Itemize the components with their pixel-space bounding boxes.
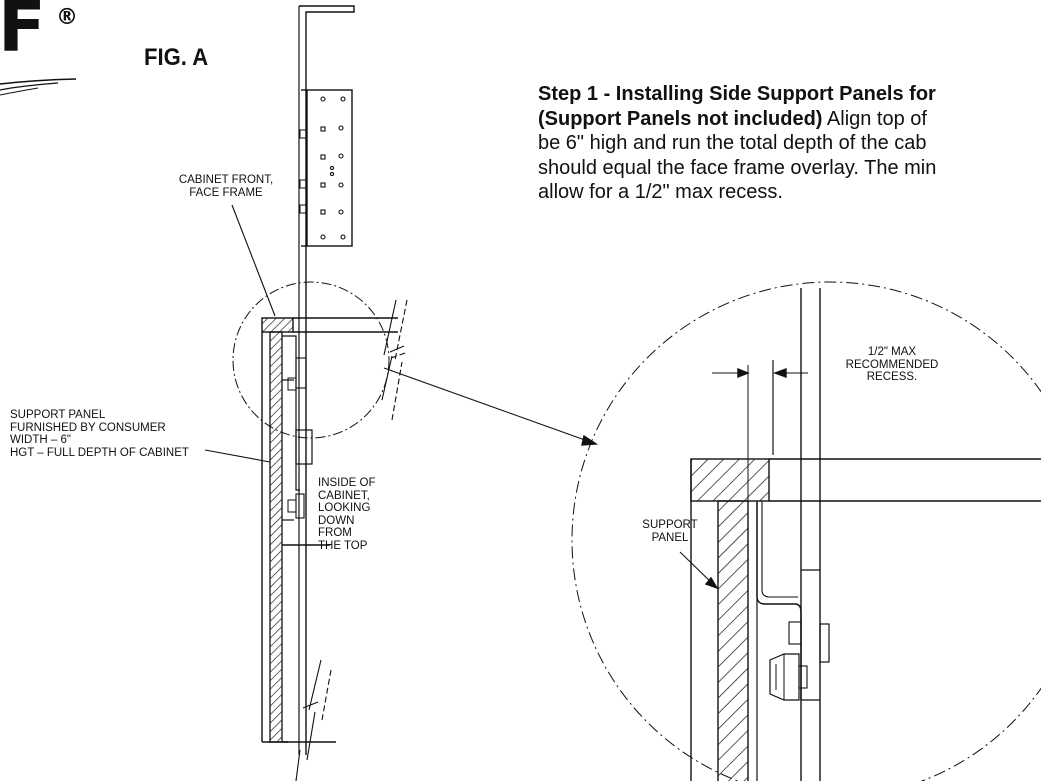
step-line3: be 6" high and run the total depth of th… bbox=[538, 132, 927, 154]
support-panel-label-line: HGT – FULL DEPTH OF CABINET bbox=[10, 446, 189, 459]
max-recess-label: 1/2" MAX RECOMMENDED RECESS. bbox=[842, 346, 942, 384]
inside-cabinet-label-line: THE TOP bbox=[318, 539, 368, 552]
detail-view bbox=[571, 281, 1041, 781]
inside-cabinet-label-line: CABINET, bbox=[318, 489, 370, 502]
step-line2: Align top of bbox=[822, 107, 927, 130]
step-line5: allow for a 1/2" max recess. bbox=[538, 181, 783, 203]
step-note: (Support Panels not included) bbox=[538, 107, 823, 130]
cabinet-front-label: CABINET FRONT, FACE FRAME bbox=[170, 174, 282, 199]
cabinet-front-label-line: CABINET FRONT, bbox=[178, 174, 274, 186]
inside-cabinet-label: INSIDE OF CABINET, LOOKING DOWN FROM THE… bbox=[318, 477, 376, 552]
inside-cabinet-label-line: INSIDE OF bbox=[318, 477, 376, 489]
step-instructions: Step 1 - Installing Side Support Panels … bbox=[538, 82, 936, 205]
inside-cabinet-label-line: FROM bbox=[318, 527, 352, 539]
detail-support-panel-label: SUPPORT PANEL bbox=[630, 519, 710, 544]
brand-logo: F bbox=[0, 0, 46, 68]
detail-support-panel-label-line: SUPPORT bbox=[642, 519, 698, 531]
support-panel-label-line: WIDTH – 6" bbox=[10, 434, 71, 446]
figure-title: FIG. A bbox=[144, 44, 209, 71]
step-line4: should equal the face frame overlay. The… bbox=[538, 156, 937, 179]
plan-view bbox=[204, 5, 599, 781]
max-recess-label-line: RECESS. bbox=[866, 371, 918, 383]
detail-support-panel-label-line: PANEL bbox=[651, 531, 689, 544]
logo-swoosh bbox=[0, 78, 77, 96]
inside-cabinet-label-line: LOOKING bbox=[318, 502, 371, 514]
cabinet-front-label-line: FACE FRAME bbox=[189, 186, 263, 199]
max-recess-label-line: 1/2" MAX bbox=[867, 346, 917, 358]
support-panel-label: SUPPORT PANEL FURNISHED BY CONSUMER WIDT… bbox=[10, 409, 189, 459]
registered-mark: ® bbox=[56, 5, 78, 30]
step-heading: Step 1 - Installing Side Support Panels … bbox=[538, 83, 936, 105]
support-panel-label-line: FURNISHED BY CONSUMER bbox=[10, 421, 166, 434]
max-recess-label-line: RECOMMENDED bbox=[845, 358, 939, 371]
support-panel-label-line: SUPPORT PANEL bbox=[10, 409, 106, 421]
inside-cabinet-label-line: DOWN bbox=[318, 514, 355, 527]
